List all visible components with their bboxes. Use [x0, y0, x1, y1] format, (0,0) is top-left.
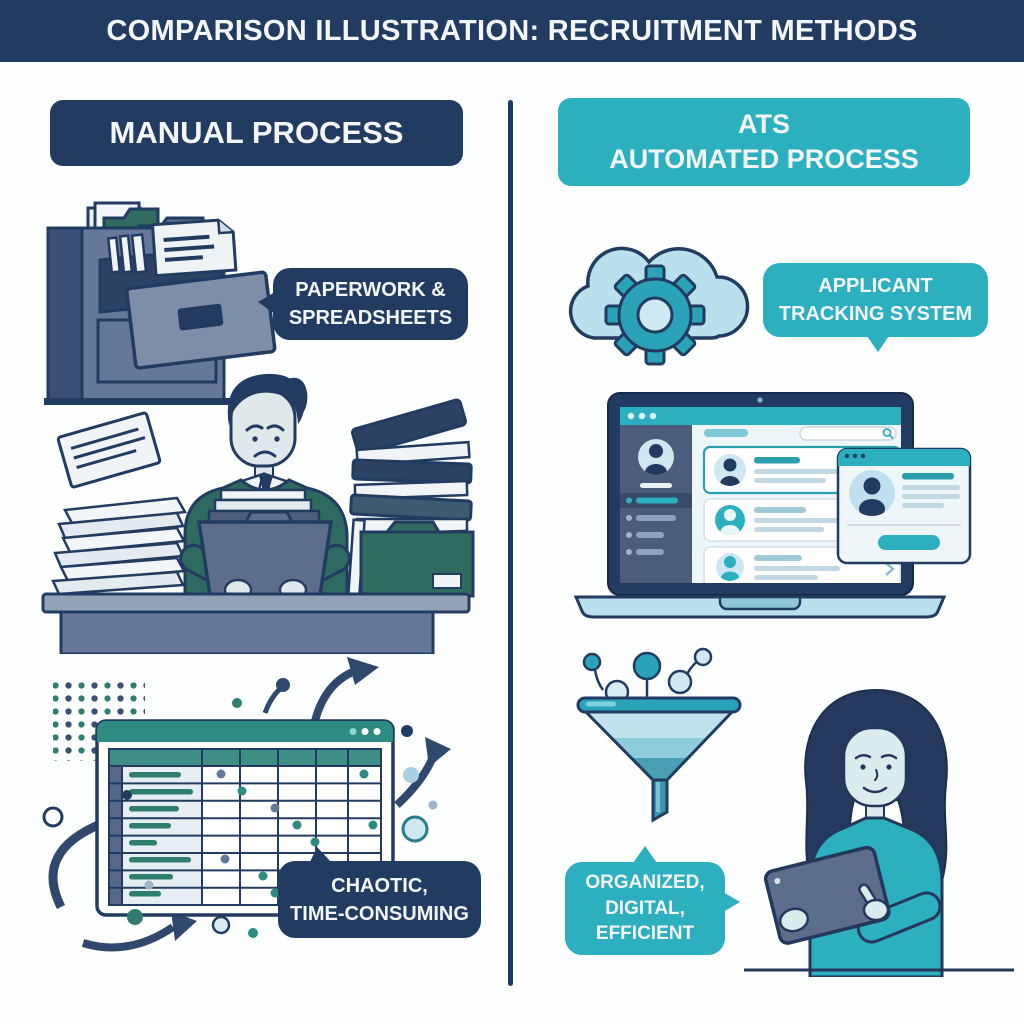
- organized-bubble: ORGANIZED, DIGITAL, EFFICIENT: [565, 846, 740, 955]
- hair: [227, 373, 304, 426]
- paperwork-bubble-label: PAPERWORK & SPREADSHEETS: [288, 279, 453, 329]
- candidate-profile-popup: [836, 447, 972, 565]
- organized-bubble-label: ORGANIZED, DIGITAL, EFFICIENT: [585, 872, 705, 945]
- ats-process-header: ATS AUTOMATED PROCESS: [558, 98, 970, 186]
- chaotic-bubble: CHAOTIC, TIME-CONSUMING: [278, 847, 481, 938]
- green-folder-icon: [347, 518, 475, 598]
- action-button: [878, 535, 940, 550]
- filing-cabinet-icon: [44, 201, 277, 405]
- grid-lines: [108, 748, 382, 906]
- bubble-tail: [258, 292, 275, 314]
- manual-process-header: MANUAL PROCESS: [50, 100, 463, 166]
- search-icon: [882, 428, 894, 440]
- bubble-tail: [310, 847, 331, 862]
- manual-process-label: MANUAL PROCESS: [109, 115, 404, 150]
- drawer-files: [106, 233, 148, 274]
- hiring-funnel-icon: [576, 647, 742, 823]
- paper-stack-icon: [51, 496, 188, 596]
- desk-icon: [41, 592, 471, 654]
- woman-with-tablet-icon: [744, 688, 1014, 977]
- paperwork-bubble: PAPERWORK & SPREADSHEETS: [258, 268, 468, 340]
- candidate-card: [702, 445, 901, 495]
- webcam-icon: [757, 397, 763, 403]
- held-folder-icon: [196, 488, 334, 604]
- bubble-tail: [723, 892, 740, 912]
- laptop-icon: [573, 392, 972, 619]
- cell-dots: [216, 769, 378, 898]
- bubble-tail: [867, 336, 889, 352]
- search-input: [799, 426, 897, 441]
- tracking-bubble-label: APPLICANT TRACKING SYSTEM: [778, 275, 973, 325]
- ats-candidate-list: [620, 407, 901, 583]
- gear-icon: [604, 264, 706, 366]
- flying-paper-icon: [56, 411, 162, 489]
- document-icon: [150, 218, 238, 278]
- candidate-dots: [582, 647, 713, 705]
- cloud-gear-icon: [568, 246, 750, 366]
- stressed-recruiter-icon: [41, 373, 475, 654]
- open-drawer: [125, 270, 277, 370]
- face: [842, 726, 908, 808]
- cell-text-bars: [129, 772, 193, 897]
- chaotic-bubble-label: CHAOTIC, TIME-CONSUMING: [290, 874, 469, 925]
- tracking-system-bubble: APPLICANT TRACKING SYSTEM: [763, 263, 988, 352]
- title-banner: COMPARISON ILLUSTRATION: RECRUITMENT MET…: [0, 0, 1024, 62]
- column-divider: [508, 100, 513, 986]
- page-title: COMPARISON ILLUSTRATION: RECRUITMENT MET…: [106, 14, 918, 47]
- scatter-dots: [42, 698, 438, 938]
- ats-process-label: ATS AUTOMATED PROCESS: [609, 108, 919, 174]
- bubble-tail: [633, 846, 657, 863]
